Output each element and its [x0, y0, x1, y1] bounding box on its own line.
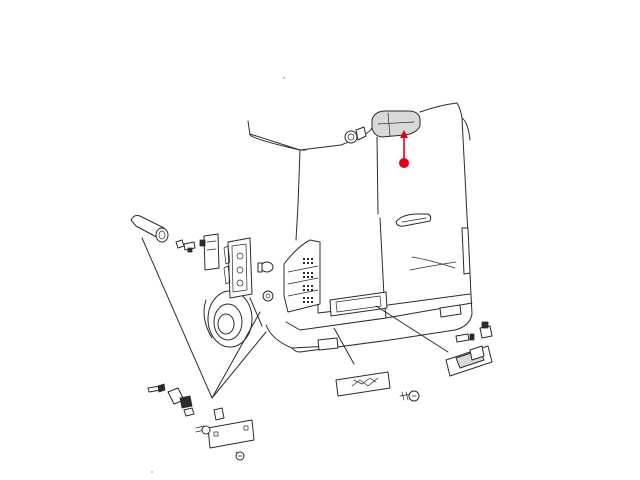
- license-plate-lamp: [445, 345, 493, 377]
- side-marker-lamp: [207, 419, 255, 449]
- high-mounted-brake-light: [371, 110, 421, 138]
- reflector-right: [439, 304, 462, 318]
- highlight-pointer: [399, 130, 409, 168]
- leader-lines: [141, 237, 449, 399]
- rear-wheel: [203, 290, 263, 348]
- license-plate-lamp-recess: [329, 291, 388, 317]
- rubber-boot: [130, 215, 169, 243]
- brake-light-bulb: [344, 126, 367, 144]
- mounting-screws: [195, 390, 420, 461]
- tail-lamp-lens: [335, 371, 391, 397]
- rear-door-handle: [395, 213, 432, 227]
- stray-marks: [151, 77, 285, 473]
- reflector-left: [317, 337, 339, 351]
- van-rear-body: [247, 102, 473, 353]
- side-marker-bulb-socket: [147, 383, 225, 421]
- license-plate-lamp-bulb: [455, 321, 493, 343]
- right-door-trim-strip: [461, 227, 471, 275]
- left-tail-lamp-assembly: [283, 239, 321, 313]
- tail-lamp-bulbs: [257, 261, 274, 302]
- wiring-connector: [175, 233, 220, 271]
- tail-lamp-bulb-holder: [223, 237, 253, 299]
